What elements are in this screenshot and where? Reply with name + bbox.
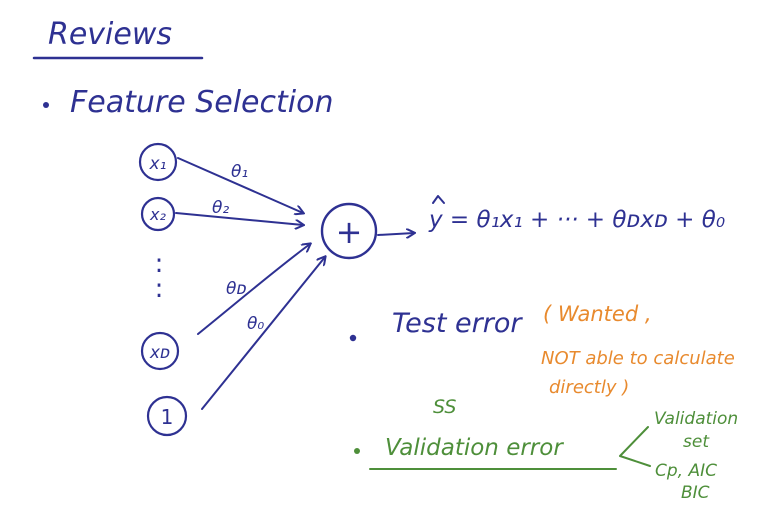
test-error-note-line3: directly )	[549, 377, 629, 398]
weight-label-theta2: θ₂	[212, 198, 229, 218]
edge-xD	[197, 244, 310, 335]
input-ellipsis: :	[155, 249, 164, 279]
input-node-x2	[140, 196, 176, 232]
weight-label-thetaD: θᴅ	[226, 279, 247, 299]
bullet-dot	[43, 102, 49, 108]
prediction-equation: y = θ₁x₁ + ··· + θᴅxᴅ + θ₀	[428, 207, 725, 233]
validation-option-cp-aic: Cp, AIC	[655, 461, 717, 481]
test-error-note-line1: ( Wanted ,	[543, 302, 652, 326]
input-node-xD	[140, 331, 180, 371]
bullet-dot	[349, 334, 357, 342]
edge-x1	[177, 157, 303, 213]
input-ellipsis-lower: :	[155, 274, 164, 304]
test-error-note-line2: NOT able to calculate	[541, 348, 735, 369]
validation-option-bic: BIC	[681, 483, 710, 503]
y-hat-accent	[432, 195, 445, 204]
sum-node	[320, 202, 378, 260]
output-arrow	[377, 233, 414, 235]
input-node-x1	[138, 142, 178, 182]
feature-selection-heading: Feature Selection	[70, 85, 333, 120]
input-label-x1: x₁	[149, 154, 167, 174]
page-title: Reviews	[48, 17, 172, 52]
validation-branch	[619, 426, 651, 467]
weight-label-theta1: θ₁	[231, 162, 248, 182]
bullet-dot	[354, 448, 360, 454]
validation-error-heading: Validation error	[385, 435, 564, 461]
input-node-bias	[146, 395, 188, 437]
input-label-bias: 1	[161, 405, 174, 429]
input-label-xD: xᴅ	[149, 343, 170, 363]
validation-option-set: set	[683, 432, 710, 452]
sum-node-symbol: +	[336, 213, 363, 251]
ss-note: SS	[433, 396, 456, 418]
validation-option-validation: Validation	[654, 409, 738, 429]
test-error-heading: Test error	[392, 308, 523, 339]
edge-bias	[201, 257, 325, 410]
input-label-x2: x₂	[149, 205, 166, 224]
weight-label-theta0: θ₀	[247, 314, 264, 334]
edge-x2	[175, 212, 303, 225]
